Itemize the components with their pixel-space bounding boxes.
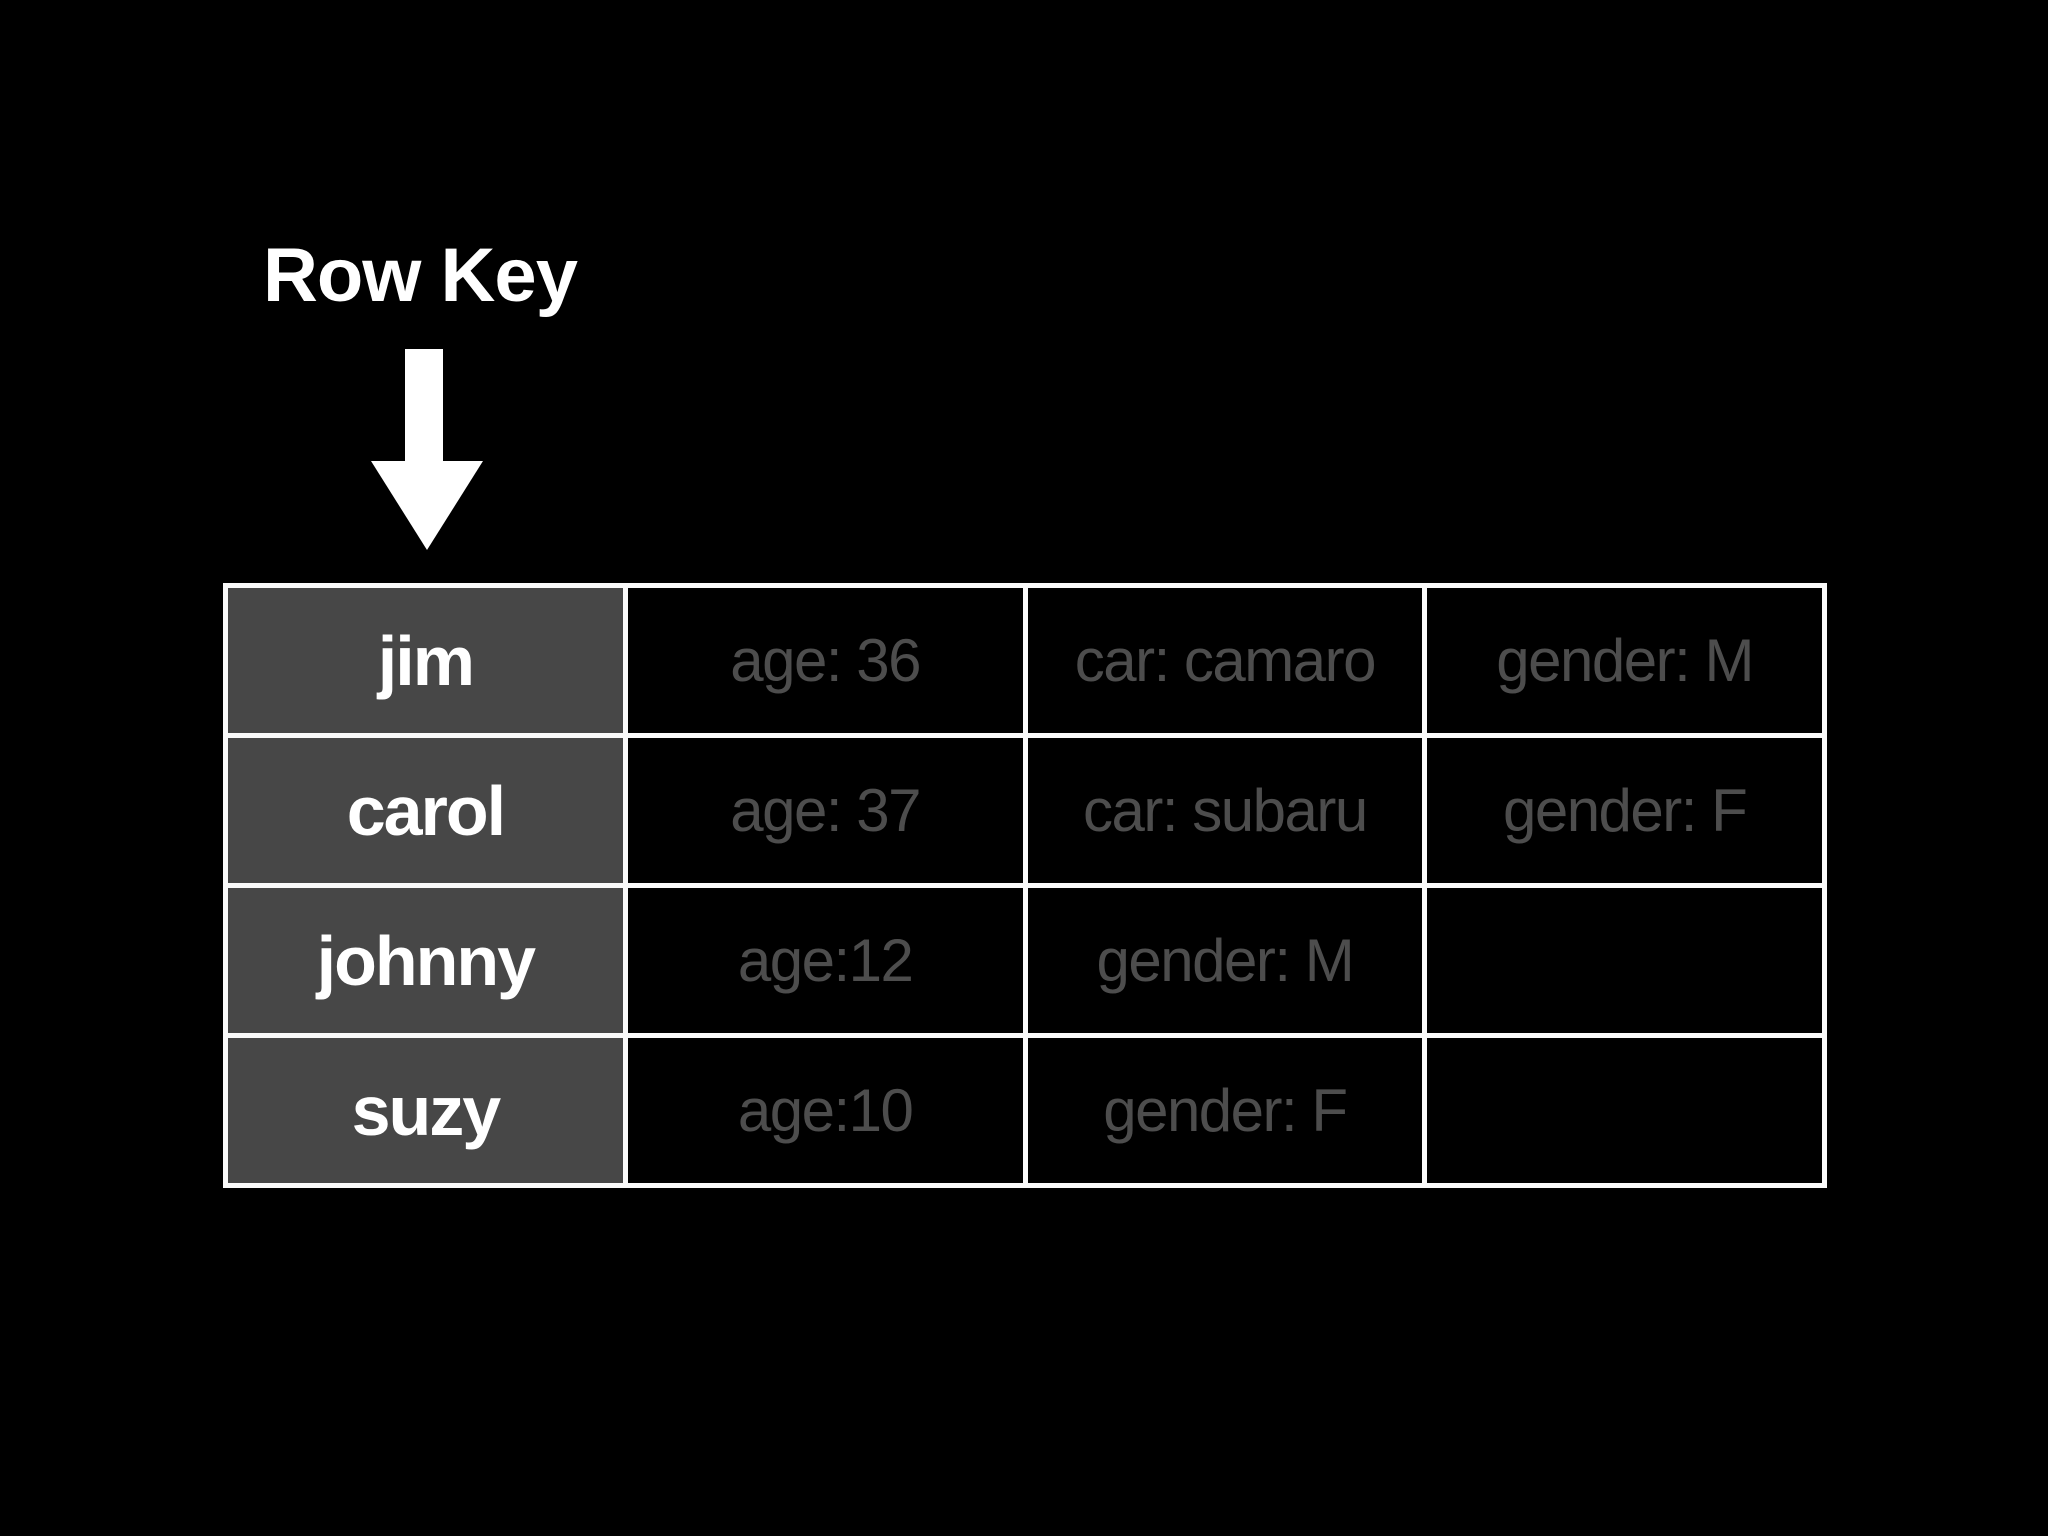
data-cell: gender: M (1027, 888, 1423, 1033)
data-cell: age: 36 (627, 588, 1023, 733)
data-cell: age:12 (627, 888, 1023, 1033)
data-cell-empty (1427, 1038, 1822, 1183)
data-cell: gender: F (1027, 1038, 1423, 1183)
row-key-cell: carol (228, 738, 623, 883)
row-key-cell: suzy (228, 1038, 623, 1183)
data-cell: car: subaru (1027, 738, 1423, 883)
data-cell: gender: M (1427, 588, 1822, 733)
down-arrow-head (371, 461, 483, 550)
row-key-heading: Row Key (263, 233, 578, 318)
data-cell: gender: F (1427, 738, 1822, 883)
data-table: jim age: 36 car: camaro gender: M carol … (223, 583, 1827, 1188)
down-arrow-stem (405, 349, 443, 464)
data-cell-empty (1427, 888, 1822, 1033)
data-cell: age: 37 (627, 738, 1023, 883)
data-cell: car: camaro (1027, 588, 1423, 733)
row-key-cell: jim (228, 588, 623, 733)
row-key-cell: johnny (228, 888, 623, 1033)
data-cell: age:10 (627, 1038, 1023, 1183)
